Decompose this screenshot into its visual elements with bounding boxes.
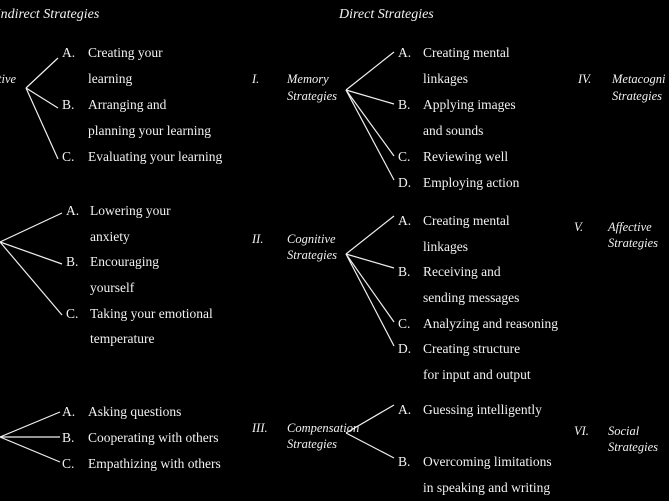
- item-text: linkages: [423, 71, 468, 86]
- memory-numeral: I.: [252, 72, 260, 86]
- indirect-category-label-fragment: tive: [0, 72, 17, 86]
- item-letter: A.: [398, 402, 412, 417]
- affective-numeral: V.: [574, 220, 584, 234]
- connector-line: [0, 241, 63, 265]
- cognitive-name: Strategies: [287, 248, 337, 262]
- item-text: planning your learning: [88, 123, 211, 138]
- connector-line: [345, 215, 395, 255]
- item-letter: D.: [398, 175, 412, 190]
- item-text: for input and output: [423, 367, 531, 382]
- item-text: Reviewing well: [423, 149, 509, 164]
- connector-line: [345, 89, 395, 105]
- compensation-name: Strategies: [287, 437, 337, 451]
- direct-strategies-header: Direct Strategies: [339, 7, 434, 22]
- memory-name: Memory: [287, 72, 329, 86]
- connector-line: [25, 57, 59, 89]
- item-letter: C.: [62, 149, 75, 164]
- item-text: Taking your emotional: [90, 306, 213, 321]
- item-text: sending messages: [423, 290, 520, 305]
- item-letter: A.: [66, 203, 80, 218]
- item-text: Guessing intelligently: [423, 402, 542, 417]
- item-text: Asking questions: [88, 404, 182, 419]
- item-letter: A.: [398, 213, 412, 228]
- compensation-name: Compensation: [287, 421, 360, 435]
- connector-line: [345, 432, 395, 459]
- item-text: linkages: [423, 239, 468, 254]
- item-text: Cooperating with others: [88, 430, 219, 445]
- connector-line: [345, 404, 395, 434]
- item-letter: C.: [398, 149, 411, 164]
- item-text: Employing action: [423, 175, 520, 190]
- connector-line: [345, 253, 395, 269]
- item-letter: C.: [66, 306, 79, 321]
- item-text: Analyzing and reasoning: [423, 316, 558, 331]
- item-letter: B.: [62, 97, 75, 112]
- affective-name: Affective: [608, 220, 652, 234]
- item-text: in speaking and writing: [423, 480, 551, 495]
- metacognitive-name: Metacogni: [612, 72, 666, 86]
- item-letter: A.: [62, 45, 76, 60]
- item-text: Evaluating your learning: [88, 149, 223, 164]
- connector-line: [345, 253, 395, 323]
- item-letter: D.: [398, 341, 412, 356]
- item-letter: A.: [398, 45, 412, 60]
- item-text: Applying images: [423, 97, 516, 112]
- indirect-strategies-header: Indirect Strategies: [0, 7, 100, 22]
- connector-line: [0, 436, 61, 463]
- item-text: Arranging and: [88, 97, 167, 112]
- item-text: and sounds: [423, 123, 484, 138]
- connector-line: [345, 89, 395, 157]
- item-text: yourself: [90, 280, 135, 295]
- memory-name: Strategies: [287, 89, 337, 103]
- item-letter: B.: [62, 430, 75, 445]
- affective-name: Strategies: [608, 236, 658, 250]
- cognitive-numeral: II.: [252, 232, 264, 246]
- item-text: Receiving and: [423, 264, 501, 279]
- item-letter: B.: [66, 254, 79, 269]
- item-text: Creating your: [88, 45, 163, 60]
- connector-line: [345, 253, 395, 347]
- item-letter: C.: [398, 316, 411, 331]
- item-letter: B.: [398, 454, 411, 469]
- item-text: learning: [88, 71, 133, 86]
- item-text: Creating mental: [423, 45, 510, 60]
- item-letter: A.: [62, 404, 76, 419]
- compensation-numeral: III.: [252, 421, 268, 435]
- item-letter: C.: [62, 456, 75, 471]
- metacognitive-name: Strategies: [612, 89, 662, 103]
- item-text: Overcoming limitations: [423, 454, 552, 469]
- item-text: temperature: [90, 331, 155, 346]
- item-text: Creating mental: [423, 213, 510, 228]
- connector-line: [25, 87, 59, 109]
- connector-line: [25, 87, 59, 160]
- connector-line: [0, 241, 63, 316]
- connector-line: [0, 212, 63, 243]
- metacognitive-numeral: IV.: [578, 72, 592, 86]
- item-text: Lowering your: [90, 203, 171, 218]
- social-name: Strategies: [608, 440, 658, 454]
- social-numeral: VI.: [574, 424, 589, 438]
- social-name: Social: [608, 424, 640, 438]
- item-letter: B.: [398, 264, 411, 279]
- item-text: anxiety: [90, 229, 130, 244]
- item-text: Empathizing with others: [88, 456, 221, 471]
- connector-line: [345, 89, 395, 181]
- item-letter: B.: [398, 97, 411, 112]
- cognitive-name: Cognitive: [287, 232, 336, 246]
- connector-line: [345, 51, 395, 91]
- item-text: Creating structure: [423, 341, 521, 356]
- connector-line: [0, 411, 61, 438]
- item-text: Encouraging: [90, 254, 159, 269]
